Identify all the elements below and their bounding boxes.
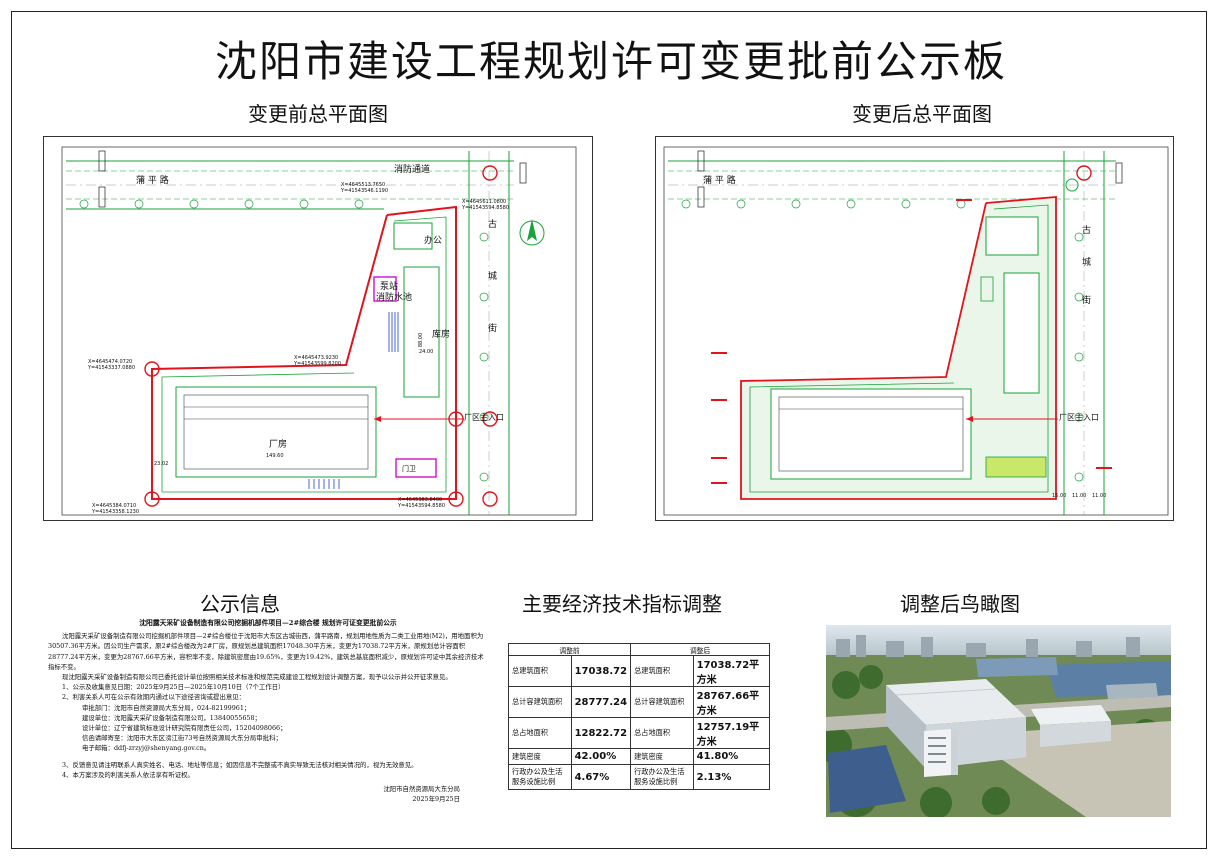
table-row: 总占地面积 12822.72 总占地面积 12757.19平方米 [508, 717, 771, 749]
row-label: 行政办公及生活服务设施比例 [630, 764, 694, 790]
before-coord4b: Y=41543337.0880 [88, 365, 136, 371]
row-label: 行政办公及生活服务设施比例 [508, 764, 572, 790]
row-label: 总建筑面积 [630, 655, 694, 687]
row-label: 建筑密度 [630, 748, 694, 765]
notice-item2: 2、利害关系人可在公示有效期内通过以下途径咨询或提出意见： [62, 693, 246, 702]
row-label: 总占地面积 [630, 717, 694, 749]
notice-dept: 审批部门：沈阳市自然资源局大东分局，024-82199961； [82, 703, 251, 712]
row-before-value: 42.00% [570, 748, 632, 765]
before-pool-label: 消防水池 [376, 293, 413, 303]
before-pump-label: 泵站 [380, 282, 399, 292]
before-header: 调整前 [507, 643, 632, 656]
after-road-east-3: 街 [1082, 296, 1092, 306]
row-after-value: 12757.19平方米 [692, 717, 771, 749]
before-dim-88: 88.00 [418, 332, 425, 348]
before-plan-title: 变更前总平面图 [248, 102, 388, 126]
row-after-value: 28767.66平方米 [692, 686, 771, 718]
board-title: 沈阳市建设工程规划许可变更批前公示板 [214, 37, 1007, 86]
aerial-section-title: 调整后鸟瞰图 [900, 592, 1020, 616]
indicators-section-title: 主要经济技术指标调整 [522, 592, 722, 616]
after-site-plan: 蒲 平 路 古 城 街 厂区主入口 15.00 11.00 11.00 [655, 136, 1174, 521]
notice-item4: 4、本方案涉及的利害关系人依法享有听证权。 [62, 770, 194, 779]
before-workshop-label: 厂房 [269, 440, 288, 450]
after-road-north-label: 蒲 平 路 [703, 176, 736, 186]
row-label: 总计容建筑面积 [630, 686, 694, 718]
before-site-plan: 蒲 平 路 消防通道 古 城 街 厂区主入口 厂房 库房 办公 泵站 消防水池 … [43, 136, 593, 521]
after-plan-drawing [663, 146, 1169, 516]
after-dim-11a: 11.00 [1072, 493, 1087, 499]
row-before-value: 12822.72 [570, 717, 632, 749]
row-before-value: 4.67% [570, 764, 632, 790]
row-label: 总占地面积 [508, 717, 572, 749]
notice-item3: 3、反馈意见请注明联系人真实姓名、电话、地址等信息；如因信息不完整或不真实导致无… [62, 760, 418, 769]
notice-para2: 现沈阳露天采矿设备制造有限公司已委托设计单位按照相关技术标准和规范完成建设工程规… [62, 673, 452, 682]
before-dim-24: 24.00 [419, 349, 434, 355]
before-coord5: X=4645384.0710 [92, 503, 137, 509]
after-dim-11b: 11.00 [1092, 493, 1107, 499]
indicators-table: 调整前 调整后 总建筑面积 17038.72 总建筑面积 17038.72平方米… [507, 643, 771, 790]
notice-designer: 设计单位：辽宁省建筑标准设计研究院有限责任公司，15204098066； [82, 724, 287, 733]
before-coord3: X=4645473.9230 [294, 355, 339, 361]
notice-title: 沈阳露天采矿设备制造有限公司挖掘机部件项目—2#综合楼 规划许可证变更批前公示 [139, 619, 397, 627]
row-after-value: 17038.72平方米 [692, 655, 771, 687]
before-coord4: X=4645474.0720 [88, 359, 133, 365]
before-dim-149: 149.60 [266, 453, 284, 459]
row-label: 建筑密度 [508, 748, 572, 765]
before-road-east-1: 古 [488, 220, 498, 230]
before-coord6: X=4645383.8400 [398, 497, 443, 503]
before-dim-23: 23.02 [154, 461, 169, 467]
before-coord2: X=4645611.0800 [462, 199, 507, 205]
row-before-value: 17038.72 [570, 655, 632, 687]
after-road-east-1: 古 [1082, 226, 1092, 236]
before-gate-label: 门卫 [402, 465, 416, 473]
after-header: 调整后 [630, 643, 770, 656]
table-row: 行政办公及生活服务设施比例 4.67% 行政办公及生活服务设施比例 2.13% [508, 764, 771, 790]
before-coord1: X=4645513.7650 [341, 182, 386, 188]
notice-para1: 沈阳露天采矿设备制造有限公司挖掘机部件项目—2#综合楼位于沈阳市大东区古城街西，… [48, 632, 484, 671]
before-coord3b: Y=41543599.8200 [294, 361, 342, 367]
aerial-photo [826, 625, 1171, 817]
info-section-title: 公示信息 [200, 592, 280, 616]
before-road-north-label: 蒲 平 路 [136, 176, 169, 186]
aerial-illustration [826, 625, 1171, 817]
before-warehouse-label: 库房 [432, 330, 451, 340]
notice-item1: 1、公示及收集意见日期：2025年9月25日—2025年10月10日（7个工作日… [62, 683, 285, 692]
table-row: 建筑密度 42.00% 建筑密度 41.80% [508, 748, 771, 765]
before-coord1b: Y=41543546.1190 [341, 188, 389, 194]
notice-email: 电子邮箱：ddfj-zrzyj@shenyang.gov.cn。 [82, 744, 211, 753]
after-dim-15: 15.00 [1052, 493, 1067, 499]
after-plan-title: 变更后总平面图 [852, 102, 992, 126]
before-plan-drawing [61, 146, 577, 516]
row-label: 总建筑面积 [508, 655, 572, 687]
board-frame [11, 11, 1207, 849]
table-row: 总建筑面积 17038.72 总建筑面积 17038.72平方米 [508, 655, 771, 687]
row-label: 总计容建筑面积 [508, 686, 572, 718]
before-office-label: 办公 [424, 236, 443, 246]
notice-text: 沈阳露天采矿设备制造有限公司挖掘机部件项目—2#综合楼 规划许可证变更批前公示 … [48, 618, 488, 804]
before-road-east-2: 城 [488, 272, 498, 282]
before-entrance-label: 厂区主入口 [464, 413, 504, 422]
before-road-east-3: 街 [488, 324, 498, 334]
after-road-east-2: 城 [1082, 258, 1092, 268]
notice-builder: 建设单位：沈阳露天采矿设备制造有限公司，13840055658； [82, 713, 261, 722]
notice-sign-org: 沈阳市自然资源局大东分局 [383, 785, 460, 794]
before-coord5b: Y=41543358.1230 [92, 509, 140, 515]
row-after-value: 2.13% [692, 764, 771, 790]
before-coord6b: Y=41543594.8580 [398, 503, 446, 509]
before-coord2b: Y=41543594.8580 [462, 205, 510, 211]
notice-mail: 信函请邮寄至：沈阳市大东区滂江街73号自然资源局大东分局审批科； [82, 734, 282, 743]
row-after-value: 41.80% [692, 748, 771, 765]
after-entrance-label: 厂区主入口 [1059, 413, 1099, 422]
notice-sign-date: 2025年9月25日 [412, 795, 460, 804]
before-fire-lane-label: 消防通道 [394, 165, 431, 175]
table-row: 总计容建筑面积 28777.24 总计容建筑面积 28767.66平方米 [508, 686, 771, 718]
row-before-value: 28777.24 [570, 686, 632, 718]
